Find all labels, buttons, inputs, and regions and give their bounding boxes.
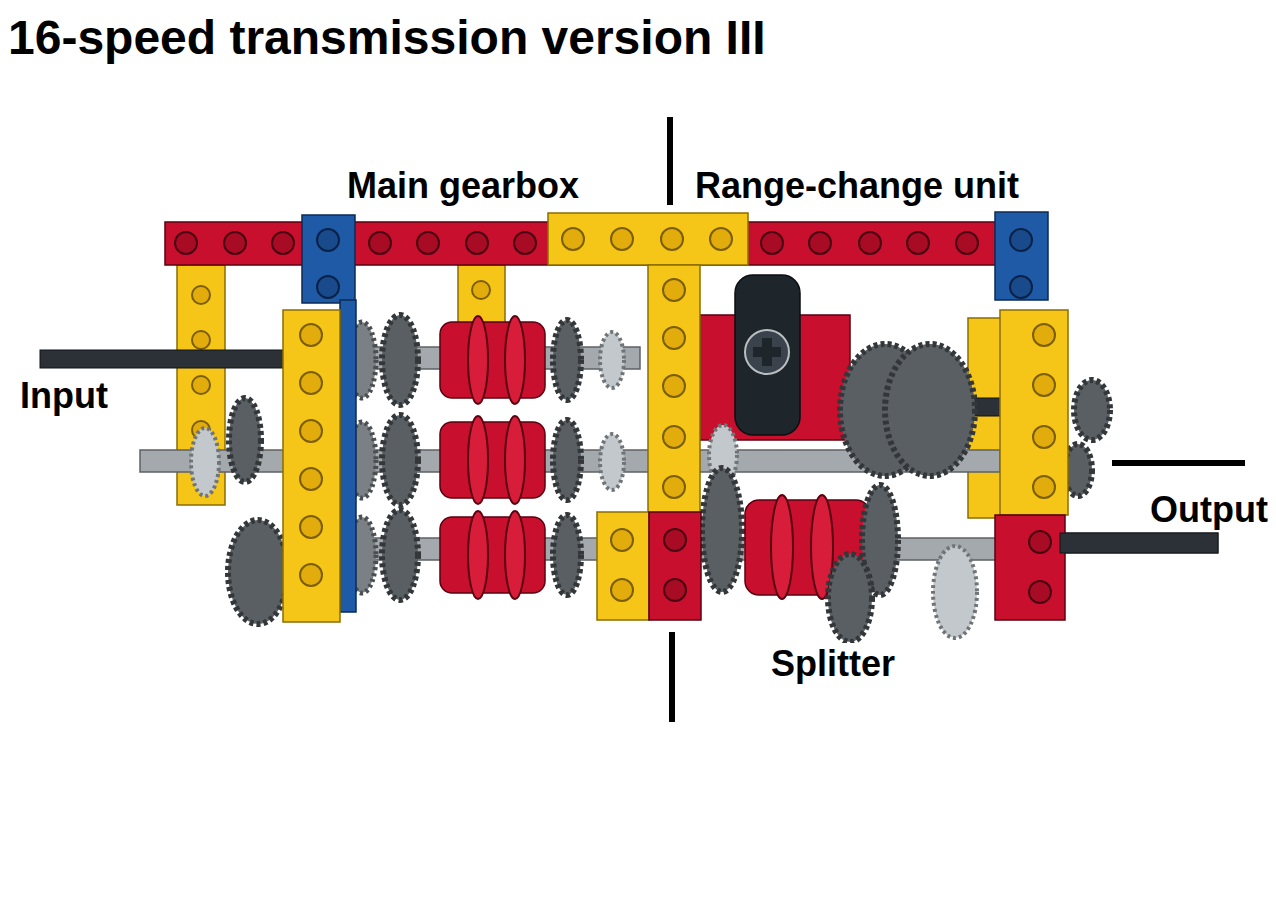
beam-hole (611, 228, 633, 250)
blue-beam (995, 212, 1048, 300)
beam-hole (809, 232, 831, 254)
gear (702, 468, 742, 592)
gear (600, 434, 624, 490)
beam-hole (466, 232, 488, 254)
section-label: Input (20, 375, 108, 416)
blue-beam (302, 215, 355, 303)
gear (553, 420, 581, 500)
clutch-ridge (505, 511, 525, 599)
double-gear (885, 344, 975, 476)
clutch-ring (440, 422, 545, 498)
red-brick (995, 515, 1065, 620)
clutch-ridge (505, 316, 525, 404)
divider-line (669, 632, 675, 722)
bevel-gear (191, 428, 219, 496)
beam-hole (761, 232, 783, 254)
beam-hole (1010, 229, 1032, 251)
gear (382, 510, 418, 600)
yellow-brick (597, 512, 649, 620)
beam-hole (1029, 581, 1051, 603)
beam-hole (224, 232, 246, 254)
blue-plate (340, 300, 356, 612)
beam-hole (317, 229, 339, 251)
beam-hole (300, 420, 322, 442)
beam-hole (611, 579, 633, 601)
gear (553, 515, 581, 595)
diagram-title: 16-speed transmission version III (8, 10, 766, 65)
beam-hole (175, 232, 197, 254)
gear (382, 415, 418, 505)
beam-hole (369, 232, 391, 254)
red-brick (649, 512, 701, 620)
beam-hole (663, 279, 685, 301)
yellow-beam (548, 213, 748, 265)
beam-hole (663, 426, 685, 448)
beam-hole (907, 232, 929, 254)
clutch-ring (440, 322, 545, 398)
yellow-beam (648, 265, 700, 515)
input-axle (40, 350, 285, 368)
gear (229, 398, 261, 482)
beam-hole (317, 276, 339, 298)
beam-hole (272, 232, 294, 254)
beam-hole (300, 324, 322, 346)
beam-hole (663, 476, 685, 498)
beam-hole (664, 579, 686, 601)
beam-hole (611, 529, 633, 551)
beam-hole (1033, 324, 1055, 346)
beam-hole (417, 232, 439, 254)
section-label: Output (1150, 489, 1268, 530)
beam-hole (663, 375, 685, 397)
gear (382, 315, 418, 405)
beam-hole (663, 327, 685, 349)
yellow-beam (1000, 310, 1068, 515)
section-label: Range-change unit (695, 165, 1019, 206)
gear (228, 520, 288, 624)
beam-hole (562, 228, 584, 250)
beam-hole (300, 372, 322, 394)
beam-hole (710, 228, 732, 250)
gear (1074, 380, 1110, 440)
yellow-beam (283, 310, 340, 622)
beam-hole (1033, 374, 1055, 396)
section-label: Splitter (771, 643, 895, 684)
output-axle (1060, 533, 1218, 553)
beam-hole (956, 232, 978, 254)
beam-hole (661, 228, 683, 250)
clutch-ridge (468, 316, 488, 404)
clutch-ridge (468, 416, 488, 504)
clutch-ring (440, 517, 545, 593)
gear (600, 332, 624, 388)
gear (933, 546, 977, 638)
beam-hole (664, 529, 686, 551)
shift-lever (735, 275, 800, 435)
beam-hole (1033, 426, 1055, 448)
section-label: Main gearbox (347, 165, 579, 206)
clutch-ridge (505, 416, 525, 504)
beam-hole (514, 232, 536, 254)
lever-pivot (745, 330, 789, 374)
beam-hole (472, 281, 490, 299)
divider-line (1112, 460, 1245, 466)
beam-hole (859, 232, 881, 254)
beam-hole (300, 564, 322, 586)
beam-hole (1033, 476, 1055, 498)
gear (553, 320, 581, 400)
beam-hole (192, 286, 210, 304)
divider-line (667, 117, 673, 205)
beam-hole (1010, 276, 1032, 298)
beam-hole (192, 331, 210, 349)
axle-hole (753, 338, 781, 366)
clutch-ridge (771, 495, 793, 599)
beam-hole (300, 468, 322, 490)
beam-hole (300, 516, 322, 538)
clutch-ridge (468, 511, 488, 599)
gear (828, 554, 872, 642)
beam-hole (1029, 531, 1051, 553)
beam-hole (192, 376, 210, 394)
